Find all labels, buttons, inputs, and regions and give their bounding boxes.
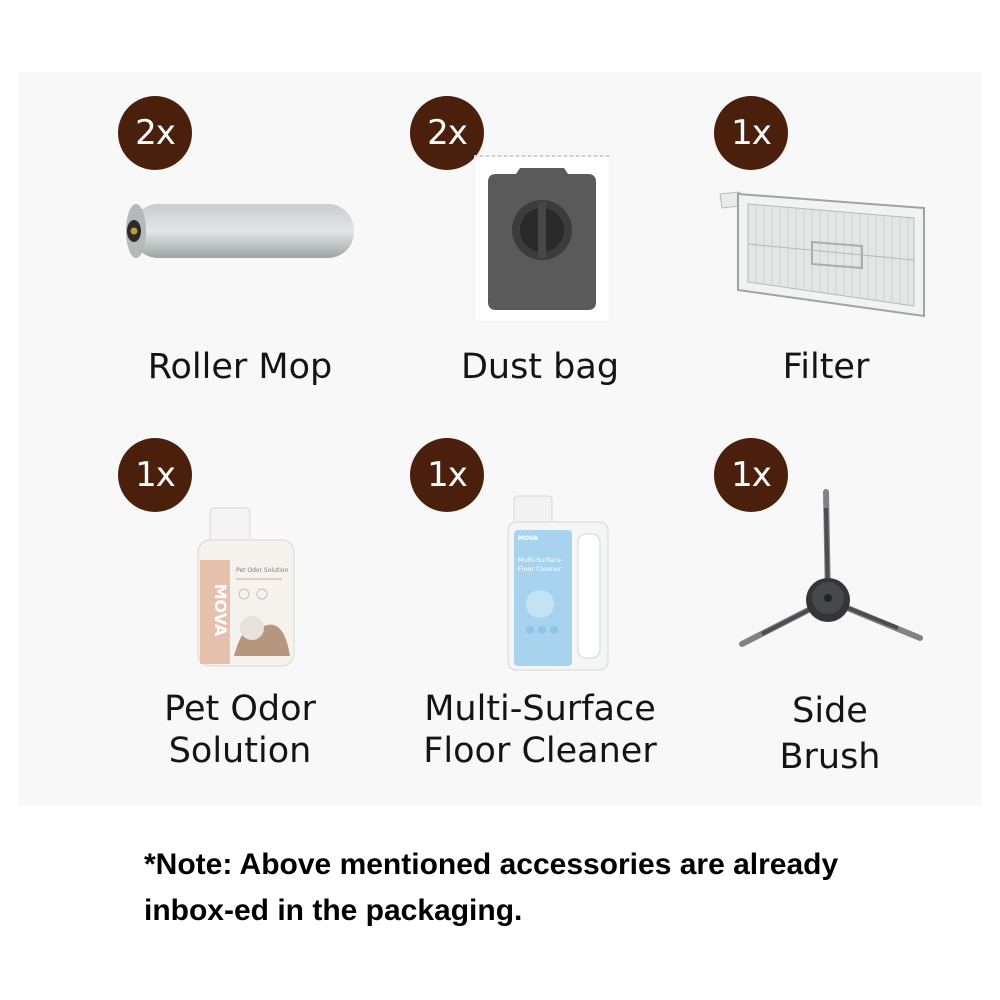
note-line: inbox-ed in the packaging. xyxy=(144,894,523,927)
pet-odor-bottle-icon: MOVA Pet Odor Solution xyxy=(197,507,295,667)
item-label: Side Brush xyxy=(779,691,881,777)
floor-cleaner-bottle-icon: MOVA Multi-Surface Floor Cleaner xyxy=(507,495,609,671)
bottle-title-line: Floor Cleaner xyxy=(518,565,562,573)
quantity-badge: 1x xyxy=(118,438,192,512)
quantity-badge: 1x xyxy=(714,438,788,512)
quantity-badge: 2x xyxy=(118,96,192,170)
item-label: Multi-Surface Floor Cleaner xyxy=(423,689,657,771)
item-label: Roller Mop xyxy=(147,347,333,387)
bottle-brand-text: MOVA xyxy=(518,535,538,542)
quantity-badge: 1x xyxy=(410,438,484,512)
item-label: Pet Odor Solution xyxy=(164,689,316,771)
bottle-title-text: Pet Odor Solution xyxy=(236,567,289,574)
quantity-badge: 1x xyxy=(714,96,788,170)
packaging-note: *Note: Above mentioned accessories are a… xyxy=(144,842,944,934)
item-label: Filter xyxy=(782,347,870,387)
filter-icon xyxy=(719,191,925,318)
note-line: *Note: Above mentioned accessories are a… xyxy=(144,848,839,881)
item-label: Dust bag xyxy=(460,347,620,387)
bottle-brand-text: MOVA xyxy=(211,584,230,637)
side-brush-icon xyxy=(739,489,923,647)
quantity-badge: 2x xyxy=(410,96,484,170)
roller-mop-icon xyxy=(126,204,354,258)
dust-bag-icon xyxy=(474,155,610,322)
bottle-title-line: Multi-Surface xyxy=(518,556,561,564)
